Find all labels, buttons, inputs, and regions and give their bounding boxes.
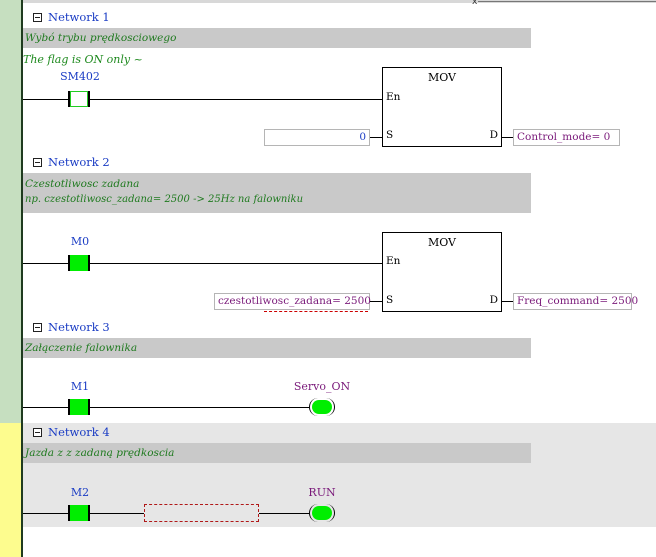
coil-run-label: RUN xyxy=(308,486,336,499)
pin-s: S xyxy=(386,129,394,141)
wire xyxy=(502,137,513,138)
contact-m0[interactable] xyxy=(68,255,90,271)
contact-bar-right xyxy=(88,255,90,271)
top-divider xyxy=(478,1,656,2)
wire xyxy=(370,137,382,138)
network-4-comment[interactable]: Jazda z z zadaną prędkoscia xyxy=(23,443,531,463)
network-4-title: Network 4 xyxy=(48,425,110,439)
contact-bar-right xyxy=(88,505,90,521)
contact-bar-right xyxy=(88,399,90,415)
coil-servo-on-label: Servo_ON xyxy=(293,380,351,393)
network-2-title: Network 2 xyxy=(48,155,110,169)
contact-bar-left xyxy=(68,255,70,271)
contact-state-on xyxy=(70,399,88,415)
coil-paren-left xyxy=(309,398,320,416)
contact-bar-right xyxy=(88,91,90,107)
minus-box-icon[interactable] xyxy=(33,12,42,22)
wire xyxy=(23,263,68,264)
contact-state-on xyxy=(70,255,88,271)
close-icon[interactable]: x xyxy=(472,0,478,7)
coil-paren-right xyxy=(324,398,335,416)
pin-s: S xyxy=(386,294,394,306)
wire xyxy=(23,99,68,100)
contact-bar-left xyxy=(68,505,70,521)
mov-block-1[interactable]: MOV En S D xyxy=(382,67,502,147)
network-2-comment[interactable]: Czestotliwosc zadana np. czestotliwosc_z… xyxy=(23,173,531,213)
coil-paren-right xyxy=(324,504,335,522)
pin-d: D xyxy=(489,129,498,141)
contact-m1[interactable] xyxy=(68,399,90,415)
mov-block-title: MOV xyxy=(427,71,457,84)
top-scroll-bar xyxy=(0,0,656,3)
wire xyxy=(90,407,309,408)
contact-m2-label: M2 xyxy=(70,486,90,499)
source-operand-underline xyxy=(264,311,368,312)
wire xyxy=(23,407,68,408)
left-power-rail xyxy=(21,0,23,557)
network-margin-selected xyxy=(0,423,21,557)
contact-bar-left xyxy=(68,91,70,107)
empty-element-placeholder[interactable] xyxy=(144,504,259,522)
network-margin-active xyxy=(0,0,21,423)
network-3-header[interactable]: Network 3 xyxy=(33,318,110,336)
network-1-title: Network 1 xyxy=(48,10,110,24)
comment-line: Czestotliwosc zadana xyxy=(25,178,140,190)
network-3-title: Network 3 xyxy=(48,320,110,334)
pin-d: D xyxy=(489,294,498,306)
wire xyxy=(90,99,382,100)
wire xyxy=(259,513,309,514)
wire xyxy=(502,301,513,302)
wire xyxy=(23,513,68,514)
mov-2-destination-operand[interactable]: Freq_command= 2500 xyxy=(513,293,638,310)
pin-en: En xyxy=(386,255,401,267)
network-4-header[interactable]: Network 4 xyxy=(33,423,110,441)
minus-box-icon[interactable] xyxy=(33,322,42,332)
mov-1-destination-operand[interactable]: Control_mode= 0 xyxy=(513,129,620,146)
minus-box-icon[interactable] xyxy=(33,427,42,437)
left-power-rail-end xyxy=(21,527,23,557)
contact-m2[interactable] xyxy=(68,505,90,521)
network-3-comment[interactable]: Załączenie falownika xyxy=(23,338,531,358)
wire xyxy=(90,513,144,514)
contact-state-off xyxy=(70,91,88,107)
contact-m0-label: M0 xyxy=(70,235,90,248)
network-1-comment[interactable]: Wybó trybu prędkosciowego xyxy=(23,28,531,48)
contact-bar-left xyxy=(68,399,70,415)
minus-box-icon[interactable] xyxy=(33,157,42,167)
coil-paren-left xyxy=(309,504,320,522)
wire xyxy=(90,263,382,264)
wire xyxy=(370,301,382,302)
network-2-header[interactable]: Network 2 xyxy=(33,153,110,171)
network-4-selection-background xyxy=(23,423,656,527)
comment-line: Jazda z z zadaną prędkoscia xyxy=(25,447,175,459)
comment-line: Wybó trybu prędkosciowego xyxy=(25,32,177,44)
editor-empty-area xyxy=(23,527,656,557)
contact-state-on xyxy=(70,505,88,521)
mov-block-2[interactable]: MOV En S D xyxy=(382,232,502,312)
mov-2-source-operand[interactable]: czestotliwosc_zadana= 2500 xyxy=(214,293,371,310)
comment-line: Załączenie falownika xyxy=(25,342,138,354)
contact-m1-label: M1 xyxy=(70,380,90,393)
pin-en: En xyxy=(386,91,401,103)
mov-1-source-operand[interactable]: 0 xyxy=(264,129,370,146)
contact-sm402-label: SM402 xyxy=(60,70,100,83)
network-1-header[interactable]: Network 1 xyxy=(33,8,110,26)
mov-block-title: MOV xyxy=(427,236,457,249)
coil-run[interactable] xyxy=(309,504,335,522)
contact-sm402[interactable] xyxy=(68,91,90,107)
flag-note: The flag is ON only ~ xyxy=(23,53,143,66)
coil-servo-on[interactable] xyxy=(309,398,335,416)
comment-line: np. czestotliwosc_zadana= 2500 -> 25Hz n… xyxy=(25,194,304,205)
